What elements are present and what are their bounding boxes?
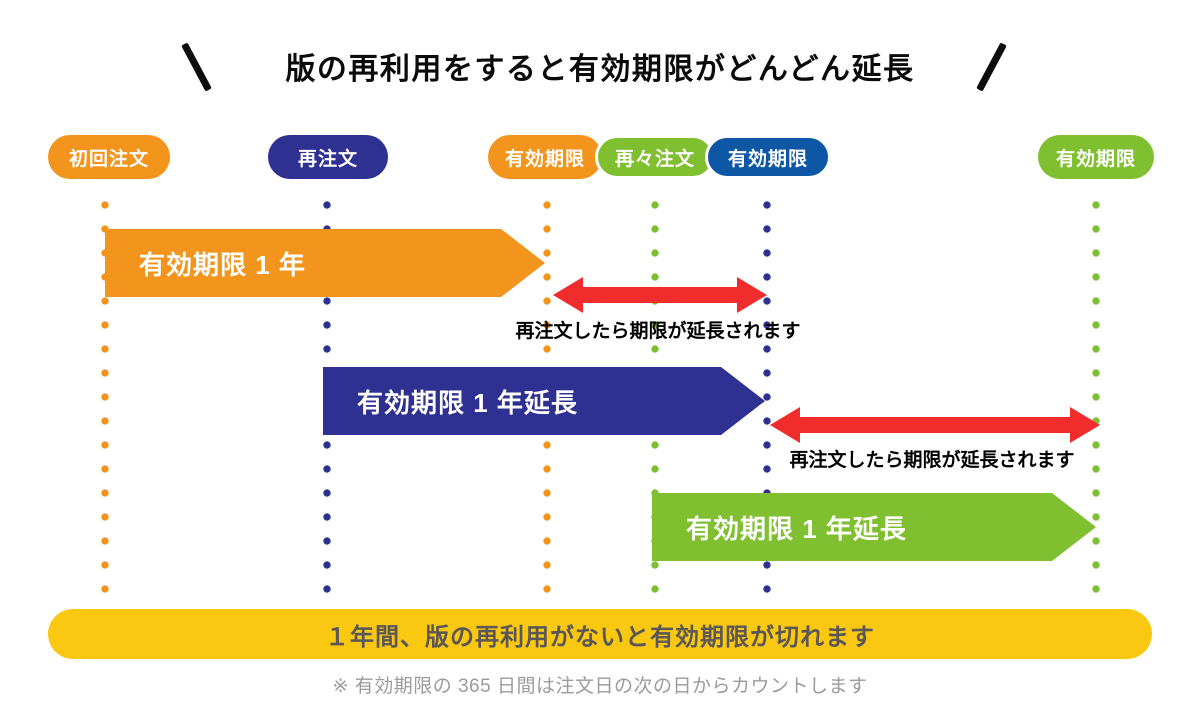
pill-expiry-1: 有効期限 xyxy=(488,135,602,179)
banner-label: 有効期限 1 年延長 xyxy=(686,513,907,544)
page-title: 版の再利用をすると有効期限がどんどん延長 xyxy=(285,53,915,86)
dotted-line-initial-order xyxy=(101,200,109,606)
expiry-warning-banner: １年間、版の再利用がないと有効期限が切れます xyxy=(48,609,1152,659)
arrowhead-left-icon xyxy=(770,407,800,443)
double-arrow-extension-1 xyxy=(553,277,767,313)
extension-caption-2: 再注文したら期限が延長されます xyxy=(789,450,1075,471)
banner-validity-1-year: 有効期限 1 年 xyxy=(105,229,545,297)
arrowhead-right-icon xyxy=(737,277,767,313)
pill-reorder: 再注文 xyxy=(268,135,388,179)
dotted-line-expiry-3 xyxy=(1092,200,1100,606)
arrow-shaft xyxy=(800,417,1070,433)
pill-initial-order: 初回注文 xyxy=(48,135,170,179)
pill-expiry-2: 有効期限 xyxy=(705,135,831,179)
banner-label: 有効期限 1 年延長 xyxy=(357,387,578,418)
banner-validity-extended-1: 有効期限 1 年延長 xyxy=(323,367,765,435)
extension-caption-1: 再注文したら期限が延長されます xyxy=(515,321,801,342)
arrowhead-left-icon xyxy=(553,277,583,313)
pill-expiry-3: 有効期限 xyxy=(1038,135,1154,179)
arrow-shaft xyxy=(583,287,737,303)
banner-validity-extended-2: 有効期限 1 年延長 xyxy=(652,493,1096,561)
footnote: ※ 有効期限の 365 日間は注文日の次の日からカウントします xyxy=(332,676,868,697)
dotted-line-expiry-2 xyxy=(763,200,771,606)
banner-label: 有効期限 1 年 xyxy=(139,249,306,280)
double-arrow-extension-2 xyxy=(770,407,1100,443)
arrowhead-right-icon xyxy=(1070,407,1100,443)
pill-second-reorder: 再々注文 xyxy=(595,135,715,179)
